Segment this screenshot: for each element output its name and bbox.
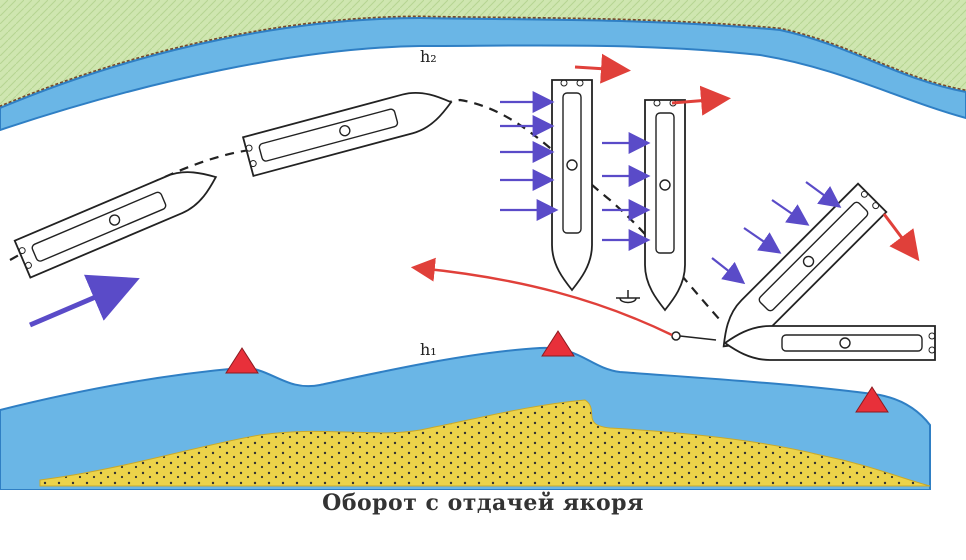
buoy-left xyxy=(225,347,259,374)
current-arrows-group-2 xyxy=(602,132,651,251)
anchor-turn-diagram: h₂ h₁ xyxy=(0,0,966,490)
anchor-icon xyxy=(616,290,640,304)
sand-shore xyxy=(39,399,931,487)
buoy-right xyxy=(855,386,889,413)
top-water xyxy=(0,16,966,132)
ship-position-3 xyxy=(551,79,593,292)
ship-position-2 xyxy=(241,91,453,178)
depth-label-top: h₂ xyxy=(420,47,437,66)
ship-position-6 xyxy=(723,325,936,361)
motion-arrow-ship-5 xyxy=(882,213,920,262)
motion-arrow-final xyxy=(410,257,673,337)
buoy-middle xyxy=(541,330,575,357)
motion-arrow-ship-4 xyxy=(671,85,731,116)
motion-arrow-ship-3 xyxy=(574,53,631,84)
diagram-caption: Оборот с отдачей якоря xyxy=(322,490,644,516)
current-arrows-group-1 xyxy=(500,91,559,221)
depth-label-bottom: h₁ xyxy=(420,340,437,359)
anchor-icon-2 xyxy=(671,331,717,341)
top-bank-land xyxy=(0,0,966,108)
current-arrows-group-3 xyxy=(711,181,842,285)
ship-position-1 xyxy=(13,171,218,279)
river-flow-arrow xyxy=(29,274,140,328)
ship-position-4 xyxy=(644,99,686,312)
